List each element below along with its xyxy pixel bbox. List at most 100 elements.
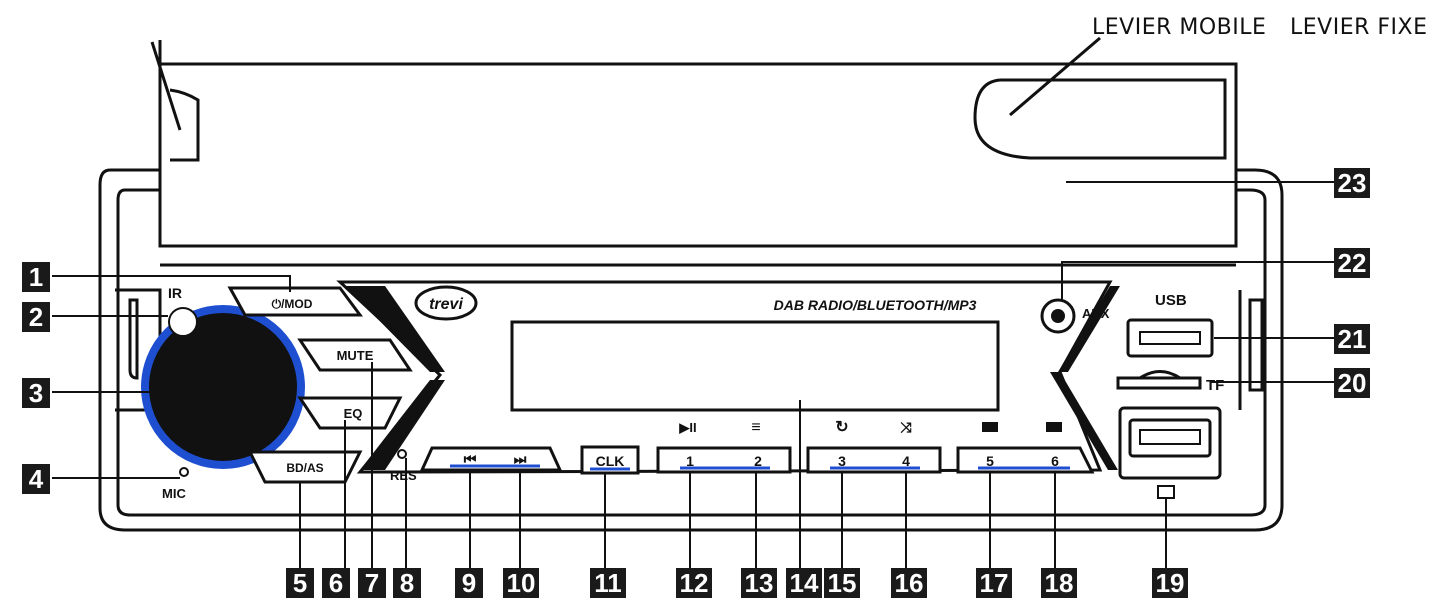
callout-number: 1 bbox=[29, 262, 43, 292]
preset-4-label: 4 bbox=[902, 453, 910, 469]
callout-number: 9 bbox=[462, 568, 476, 598]
mute-label: MUTE bbox=[337, 348, 374, 363]
callout-number: 3 bbox=[29, 378, 43, 408]
ir-label: IR bbox=[168, 285, 182, 301]
callout-7: 7 bbox=[358, 568, 386, 598]
bdas-button[interactable]: BD/AS bbox=[247, 450, 363, 484]
callout-12: 12 bbox=[676, 568, 712, 598]
preset-1-label: 1 bbox=[686, 453, 694, 469]
callout-3: 3 bbox=[22, 378, 50, 408]
usb-label: USB bbox=[1155, 292, 1187, 309]
eq-button[interactable]: EQ bbox=[297, 396, 403, 430]
preset-6-label: 6 bbox=[1051, 453, 1059, 469]
callout-number: 17 bbox=[980, 568, 1009, 598]
callout-5: 5 bbox=[286, 568, 314, 598]
callout-number: 6 bbox=[329, 568, 343, 598]
callout-18: 18 bbox=[1041, 568, 1077, 598]
callout-2: 2 bbox=[22, 302, 50, 332]
callout-15: 15 bbox=[824, 568, 860, 598]
callout-20: 20 bbox=[1334, 368, 1370, 398]
play-pause-icon: ▶II bbox=[678, 420, 696, 435]
folder-up-icon bbox=[1046, 422, 1062, 432]
callout-8: 8 bbox=[393, 568, 421, 598]
callout-22: 22 bbox=[1334, 248, 1370, 278]
clk-button[interactable]: CLK bbox=[580, 445, 640, 475]
preset-5-label: 5 bbox=[986, 453, 994, 469]
callout-number: 10 bbox=[507, 568, 536, 598]
callout-21: 21 bbox=[1334, 324, 1370, 354]
tf-card-slot[interactable] bbox=[1116, 370, 1202, 390]
mod-label: ⏻/MOD bbox=[272, 297, 313, 311]
leader-levier-mobile bbox=[150, 41, 182, 131]
callout-23: 23 bbox=[1334, 168, 1370, 198]
callout-number: 21 bbox=[1338, 324, 1367, 354]
callout-9: 9 bbox=[455, 568, 483, 598]
prev-icon: ⏮ bbox=[464, 451, 477, 467]
callout-number: 5 bbox=[293, 568, 307, 598]
preset-5-6-rocker[interactable]: 5 6 bbox=[956, 446, 1095, 474]
tf-label: TF bbox=[1206, 377, 1224, 394]
usb-port[interactable] bbox=[1126, 318, 1214, 358]
callout-number: 14 bbox=[790, 568, 819, 598]
callout-1: 1 bbox=[22, 262, 50, 292]
eq-label: EQ bbox=[344, 406, 363, 421]
callout-number: 13 bbox=[745, 568, 774, 598]
panel-release-icon bbox=[1157, 485, 1175, 499]
callout-number: 7 bbox=[365, 568, 379, 598]
next-icon: ⏭ bbox=[514, 451, 527, 467]
mute-button[interactable]: MUTE bbox=[297, 338, 413, 372]
folder-down-icon bbox=[982, 422, 998, 432]
mic-label: MIC bbox=[162, 486, 186, 501]
mod-button[interactable]: ⏻/MOD bbox=[227, 286, 363, 317]
bdas-label: BD/AS bbox=[286, 461, 323, 475]
callout-4: 4 bbox=[22, 464, 50, 494]
brand-text: trevi bbox=[429, 296, 463, 313]
callout-number: 4 bbox=[29, 464, 44, 494]
leader-lines bbox=[52, 181, 1334, 570]
callout-number: 15 bbox=[828, 568, 857, 598]
lcd-display bbox=[510, 320, 1000, 412]
callout-number: 23 bbox=[1338, 168, 1367, 198]
preset-1-2-rocker[interactable]: 1 2 bbox=[656, 446, 792, 474]
display-frame bbox=[336, 280, 1120, 474]
callout-number: 11 bbox=[594, 568, 622, 598]
volume-knob[interactable] bbox=[141, 305, 305, 469]
caption-levier-fixe: LEVIER FIXE bbox=[1290, 15, 1428, 40]
callout-number: 2 bbox=[29, 302, 43, 332]
repeat-icon: ↻ bbox=[835, 419, 848, 436]
callout-16: 16 bbox=[891, 568, 927, 598]
callout-14: 14 bbox=[786, 568, 822, 598]
menu-icon: ≡ bbox=[751, 419, 760, 436]
callout-6: 6 bbox=[322, 568, 350, 598]
preset-3-label: 3 bbox=[838, 453, 846, 469]
preset-3-4-rocker[interactable]: 3 4 bbox=[806, 446, 942, 474]
callout-number: 18 bbox=[1045, 568, 1074, 598]
reset-hole[interactable] bbox=[397, 449, 407, 459]
callout-number: 20 bbox=[1338, 368, 1367, 398]
callout-19: 19 bbox=[1152, 568, 1188, 598]
callout-number: 16 bbox=[895, 568, 924, 598]
callout-13: 13 bbox=[741, 568, 777, 598]
callout-17: 17 bbox=[976, 568, 1012, 598]
prev-next-rocker[interactable]: ⏮ ⏭ bbox=[419, 446, 563, 472]
shuffle-icon: ⤨ bbox=[900, 419, 912, 435]
mic-hole bbox=[179, 467, 189, 477]
callout-number: 19 bbox=[1156, 568, 1185, 598]
callout-number: 22 bbox=[1338, 248, 1367, 278]
front-panel-lid bbox=[158, 40, 1238, 248]
leader-levier-fixe bbox=[1009, 36, 1101, 117]
callout-number: 12 bbox=[680, 568, 709, 598]
callout-11: 11 bbox=[590, 568, 626, 598]
aux-label: AUX bbox=[1082, 306, 1110, 321]
clk-label: CLK bbox=[596, 453, 625, 469]
preset-2-label: 2 bbox=[754, 453, 762, 469]
eject-button[interactable] bbox=[1118, 406, 1222, 480]
brand-logo: trevi bbox=[414, 285, 478, 321]
callout-10: 10 bbox=[503, 568, 539, 598]
ir-sensor bbox=[168, 307, 198, 337]
model-text: DAB RADIO/BLUETOOTH/MP3 bbox=[774, 297, 977, 313]
res-label: RES bbox=[390, 468, 417, 483]
aux-port[interactable] bbox=[1040, 298, 1076, 334]
